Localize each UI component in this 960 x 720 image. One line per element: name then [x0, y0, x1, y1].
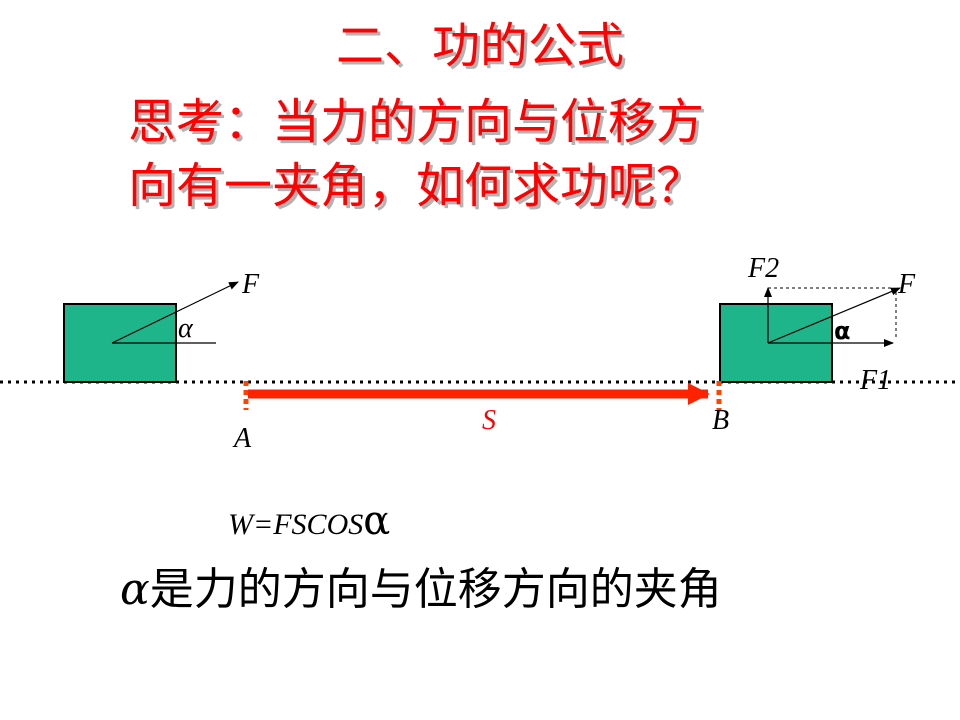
left-force-label: F — [242, 269, 260, 300]
slide-title: 二、功的公式 — [335, 18, 624, 74]
point-b-label: B — [712, 405, 730, 436]
angle-caption: α是力的方向与位移方向的夹角 — [120, 562, 722, 618]
right-force-label: F — [898, 269, 916, 300]
formula-alpha: α — [363, 498, 391, 544]
work-formula: W=FSCOSα — [228, 498, 390, 544]
point-a-label: A — [234, 423, 252, 454]
displacement-label: S — [482, 405, 496, 436]
caption-alpha: α — [120, 564, 150, 615]
question-line-2: 向有一夹角，如何求功呢？ — [128, 158, 705, 214]
right-angle-label: α — [834, 317, 851, 345]
f1-label: F1 — [860, 365, 892, 396]
right-force-arrow — [767, 287, 901, 344]
f2-label: F2 — [748, 253, 780, 284]
left-angle-label: α — [178, 313, 193, 344]
left-force-arrow — [111, 281, 239, 344]
question-line-1: 思考：当力的方向与位移方 — [128, 94, 705, 150]
formula-text: W=FSCOS — [228, 508, 364, 541]
caption-text: 是力的方向与位移方向的夹角 — [149, 564, 722, 615]
